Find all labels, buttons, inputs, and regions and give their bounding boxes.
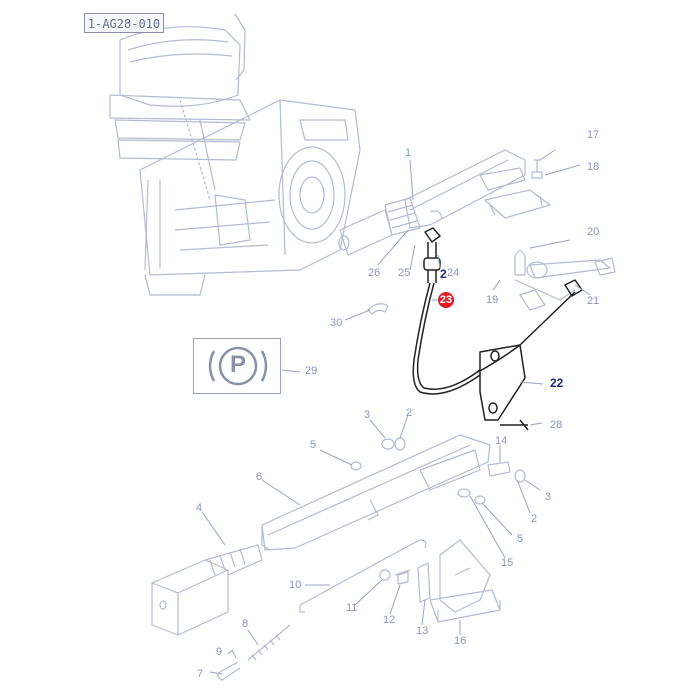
parking-brake-symbol-box: P — [193, 338, 281, 394]
callout-9: 9 — [216, 646, 223, 658]
callout-2-upper: 2 — [406, 407, 413, 419]
callout-1: 1 — [405, 147, 412, 159]
callout-12: 12 — [383, 614, 396, 626]
parking-brake-icon — [208, 346, 268, 386]
callout-13: 13 — [416, 625, 429, 637]
callout-22: 22 — [550, 376, 564, 390]
callout-28: 28 — [550, 419, 563, 431]
callout-7: 7 — [197, 668, 204, 680]
leader-lines — [201, 149, 591, 675]
callout-18: 18 — [587, 161, 600, 173]
callout-24: 24 — [447, 267, 460, 279]
callout-5-lower: 5 — [517, 533, 524, 545]
callout-25: 25 — [398, 267, 411, 279]
lower-pedal-lever — [261, 434, 491, 551]
callout-29: 29 — [305, 365, 318, 377]
callout-21: 21 — [587, 295, 600, 307]
drawing-code: 1-AG28-010 — [84, 13, 164, 33]
upper-pedal-lever — [338, 149, 526, 256]
callout-6: 6 — [256, 471, 263, 483]
parking-brake-letter: P — [229, 351, 246, 378]
callout-15: 15 — [501, 557, 514, 569]
callout-3-upper: 3 — [364, 409, 371, 421]
upper-bracket-drawing — [484, 159, 551, 219]
callout-17: 17 — [587, 129, 600, 141]
callout-26: 26 — [368, 267, 381, 279]
pedal-pad-drawing — [151, 544, 263, 636]
callout-23-highlighted: 23 — [438, 292, 454, 308]
tractor-chassis-drawing — [139, 99, 361, 296]
callout-10: 10 — [289, 579, 302, 591]
callout-3-lower: 3 — [545, 491, 552, 503]
callout-4: 4 — [196, 502, 203, 514]
callout-8: 8 — [242, 618, 249, 630]
callout-11: 11 — [346, 602, 358, 614]
tractor-seat-drawing — [109, 13, 251, 201]
lower-bracket-drawing — [394, 539, 501, 623]
callout-2-cable: 2 — [440, 267, 447, 281]
part-30-clip — [367, 303, 389, 315]
callout-20: 20 — [587, 226, 600, 238]
callout-14: 14 — [495, 435, 508, 447]
lower-fasteners-drawing — [350, 437, 526, 585]
callout-16: 16 — [454, 635, 467, 647]
rod-and-spring-drawing — [217, 539, 427, 681]
callout-5-upper: 5 — [310, 439, 317, 451]
callout-2-lower: 2 — [531, 513, 538, 525]
callout-19: 19 — [486, 294, 499, 306]
callout-30: 30 — [330, 317, 343, 329]
